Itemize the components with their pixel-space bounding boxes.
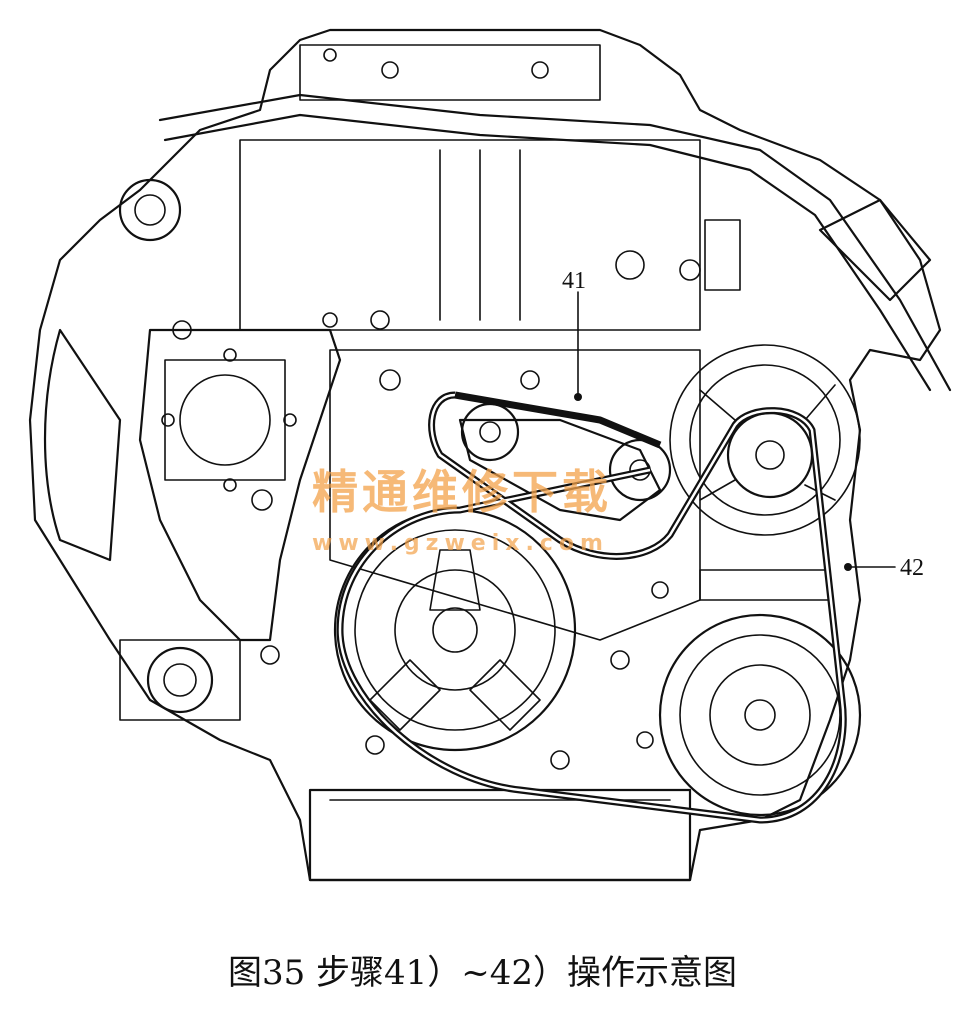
leader-41-dot bbox=[574, 393, 582, 401]
alternator-pulley bbox=[658, 613, 862, 817]
cylinder-head bbox=[239, 139, 701, 331]
serpentine-belt bbox=[336, 391, 847, 824]
fuel-pipe bbox=[158, 93, 952, 392]
leader-42-dot bbox=[844, 563, 852, 571]
watermark-text: 精通维修下载 bbox=[312, 465, 612, 519]
timing-cover bbox=[138, 328, 342, 642]
callout-42: 42 bbox=[900, 555, 924, 581]
idler-pulley bbox=[726, 411, 814, 499]
watermark-url: www.gzweix.com bbox=[312, 531, 609, 556]
callout-41: 41 bbox=[562, 268, 586, 294]
engine-belt-diagram: 41 42 精通维修下载 www.gzweix.com bbox=[28, 28, 952, 882]
oil-pan bbox=[308, 788, 692, 882]
tensioner-arm bbox=[458, 418, 662, 522]
figure-caption: 图35 步骤41）~42）操作示意图 bbox=[227, 953, 738, 993]
engine-outline bbox=[28, 28, 942, 882]
